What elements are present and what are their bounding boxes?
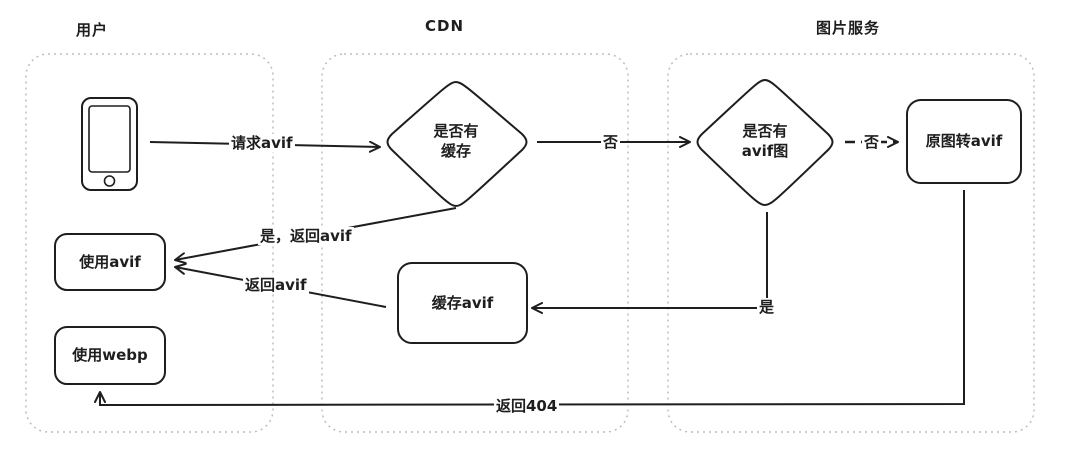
box-use-webp	[54, 326, 166, 385]
lane-image-service	[667, 53, 1035, 433]
lane-title-image-service: 图片服务	[816, 19, 881, 37]
box-cache-avif	[397, 262, 528, 344]
node-use-avif-label: 使用avif	[79, 253, 141, 271]
node-service-avif-label: 是否有 avif图	[715, 121, 815, 161]
node-service-avif-line1: 是否有	[742, 122, 788, 140]
node-cache-avif-label: 缓存avif	[431, 294, 494, 312]
node-cdn-cache-label: 是否有 缓存	[406, 121, 506, 161]
lane-title-cdn: CDN	[425, 17, 465, 35]
lane-cdn	[321, 53, 629, 433]
diamond-cdn-cache	[386, 80, 528, 208]
edge-service-yes	[531, 212, 768, 314]
lane-user	[25, 53, 274, 433]
lane-title-user: 用户	[76, 21, 109, 39]
edge-label-yes-return-avif: 是，返回avif	[258, 227, 354, 245]
edge-return-404	[94, 190, 965, 407]
node-cdn-cache-line2: 缓存	[440, 142, 471, 160]
node-use-webp-label: 使用webp	[72, 346, 148, 364]
edge-label-return-avif: 返回avif	[243, 276, 309, 294]
edge-label-cdn-no: 否	[601, 133, 621, 151]
edge-label-service-yes: 是	[757, 298, 777, 316]
diamond-service-avif	[696, 78, 834, 207]
node-convert-avif-label: 原图转avif	[925, 132, 1003, 150]
phone-icon	[81, 97, 138, 191]
node-cdn-cache-line1: 是否有	[433, 122, 479, 140]
node-service-avif-line2: avif图	[741, 142, 789, 160]
edge-label-return-404: 返回404	[494, 397, 560, 415]
edge-label-service-no: 否	[862, 133, 882, 151]
edge-label-request-avif: 请求avif	[229, 134, 295, 152]
box-use-avif	[54, 233, 166, 291]
box-convert-avif	[906, 99, 1022, 184]
